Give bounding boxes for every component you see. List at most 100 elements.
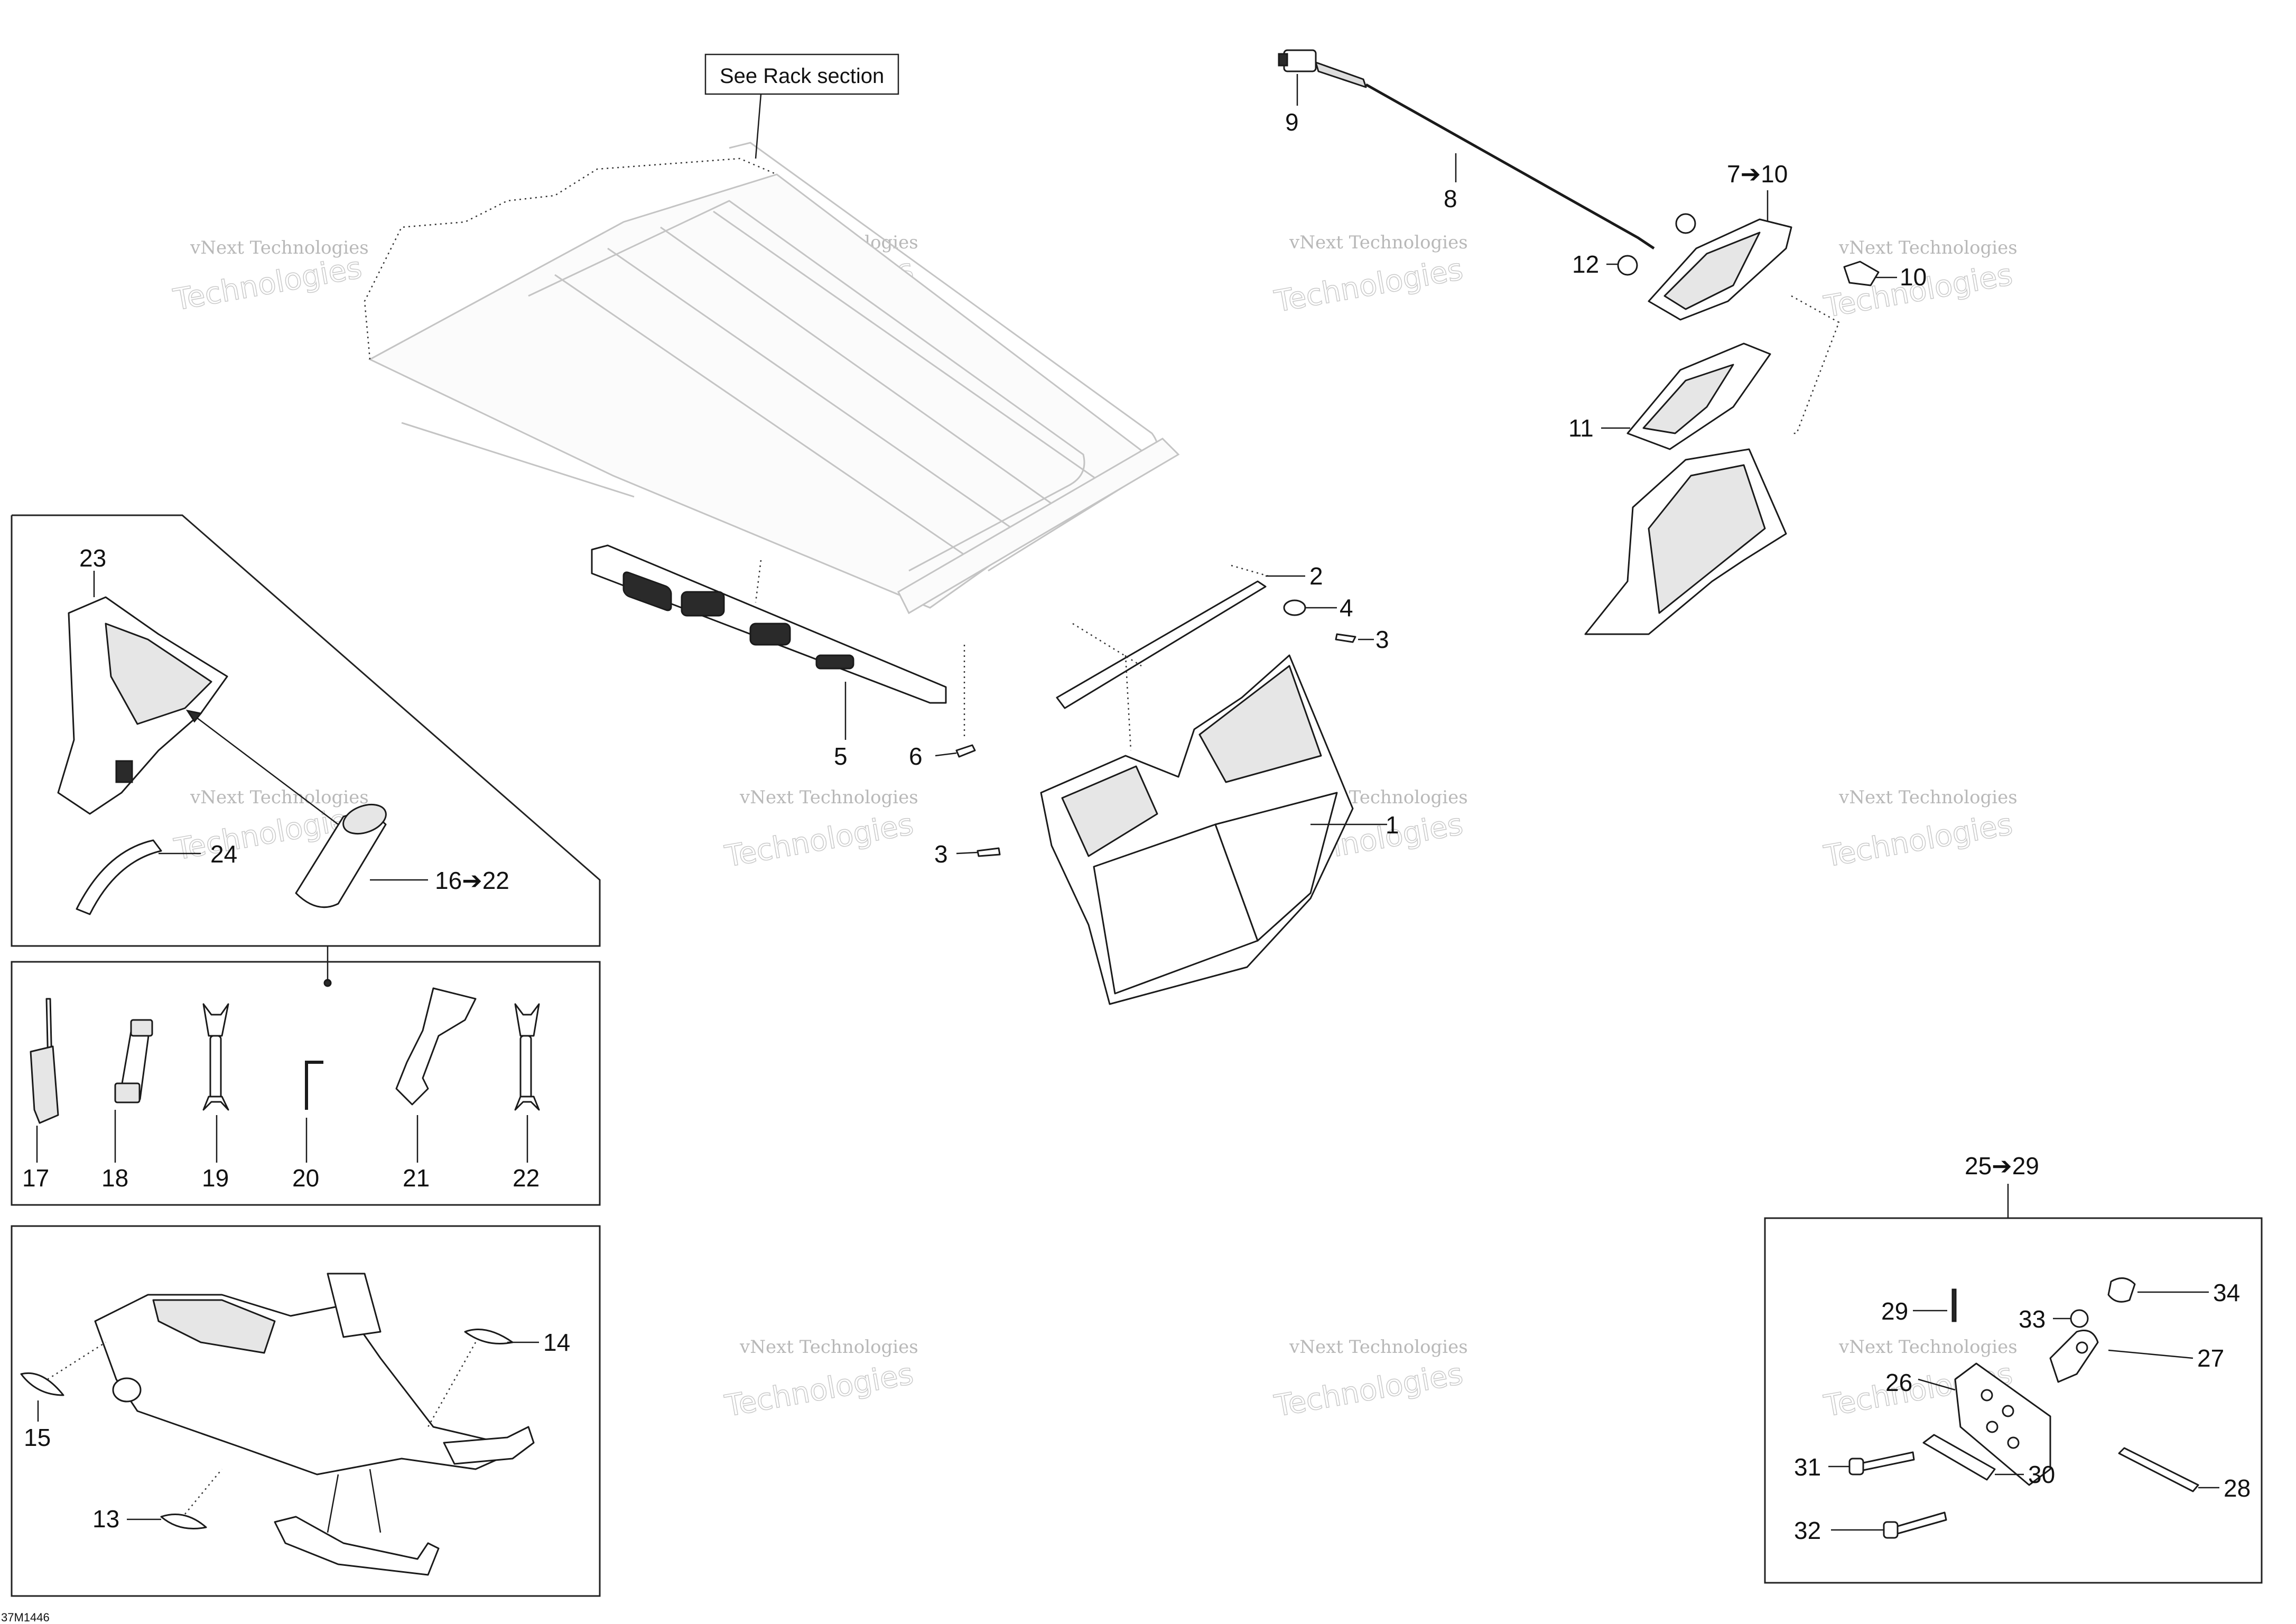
watermark-outline: Technologies [1272,252,1466,319]
callout-33: 33 [2019,1305,2046,1333]
part-26-bracket [1918,1362,2051,1486]
svg-text:vNext Technologies: vNext Technologies [1838,1337,2018,1358]
part-31-bolt [1828,1451,1915,1475]
part-18-socket [114,1019,153,1163]
callout-13: 13 [92,1505,119,1533]
bracket-slot [815,654,854,670]
part-24-strap [76,839,201,915]
bracket-hole [1986,1421,1998,1433]
callout-2: 2 [1309,562,1323,590]
bracket-kit-box [1764,1184,2263,1584]
part-32-bolt [1831,1511,1947,1539]
box-connector-dot [323,979,332,987]
rack-slat [607,247,1020,535]
part-23-bag [57,571,339,825]
socket-end-top [130,1019,153,1037]
drawing-code: 37M1446 [1,1611,50,1624]
bolt-31-head [1848,1458,1864,1475]
wrench-19-head-top [202,1003,229,1037]
snowmobile-wheel [112,1377,142,1403]
taillight-lens-face [1663,231,1761,310]
part-6-screw [935,645,976,758]
watermark: vNext Technologies Technologies [722,1337,918,1424]
part-5-bracket [591,544,947,740]
allen-key [305,1061,323,1110]
callout-12: 12 [1572,250,1599,278]
part-15-decal [20,1341,106,1422]
callout-31: 31 [1794,1453,1821,1481]
plate-30 [1922,1434,1996,1481]
part-22-wrench [514,1003,540,1163]
connector-9 [1283,49,1317,72]
nut-33 [2070,1309,2089,1328]
bolt-32-head [1883,1521,1899,1539]
callout-32: 32 [1794,1517,1821,1544]
harness-wire [1365,83,1655,250]
bolt-32-shank [1897,1511,1947,1535]
callout-24: 24 [210,840,237,868]
reference-box [704,53,899,95]
callout-18: 18 [101,1164,128,1192]
part-29-screw [1913,1288,1957,1322]
connector-9-tip [1278,53,1288,67]
callout-29: 29 [1881,1297,1908,1325]
rack-rail-inner [528,200,1085,572]
leader-27 [2108,1349,2193,1359]
decals-box [11,1225,601,1597]
svg-text:vNext Technologies: vNext Technologies [1289,1337,1468,1358]
callout-28: 28 [2224,1474,2251,1502]
callout-3b: 3 [934,840,948,868]
watermark: vNext Technologies Technologies [170,237,369,318]
leader-3b [956,851,978,855]
decal-15 [20,1372,64,1396]
part-4-washer [1283,599,1337,616]
wrench-19-shaft [209,1035,222,1100]
callout-9: 9 [1285,108,1299,136]
callout-20: 20 [292,1164,319,1192]
leader-6 [935,752,957,757]
plate-dotted [1231,564,1269,577]
strap-24 [76,839,162,915]
hinge-hole [2076,1341,2088,1354]
callout-27: 27 [2197,1344,2224,1372]
callout-15: 15 [24,1424,51,1451]
grommet-12a [1617,255,1638,276]
wrench-22-head-bottom [514,1096,540,1111]
callout-16-22: 16➔22 [435,867,509,894]
part-8-harness [1315,61,1655,250]
wrench-22-shaft [519,1035,532,1100]
svg-text:vNext Technologies: vNext Technologies [739,1337,918,1358]
decals-outline [11,1225,601,1597]
flap-lower-right [1214,792,1338,942]
watermark-outline: Technologies [722,1357,916,1424]
screw-29 [1951,1288,1957,1322]
callout-26: 26 [1885,1369,1912,1396]
snowmobile-seat [152,1299,276,1354]
rack-slat [713,210,1100,482]
flap-upper-right [1198,665,1322,783]
snowmobile-strut [327,1474,339,1533]
watermark: vNext Technologies Technologies [1271,1337,1468,1424]
bracket-slot [622,571,672,611]
reference-note-text: See Rack section [720,64,884,88]
callout-21: 21 [403,1164,430,1192]
bushing-34 [2107,1277,2136,1303]
part-1-mud-flap [1040,654,1387,1005]
part-19-wrench [202,1003,229,1163]
watermark: vNext Technologies Technologies [722,787,918,875]
callout-7-10: 7➔10 [1727,160,1788,188]
backing-plate [1056,580,1267,709]
watermark: vNext Technologies Technologies [1271,232,1468,320]
bulb-10 [1843,261,1880,286]
decal-15-dotted [47,1341,106,1380]
bracket-kit-outline [1764,1217,2263,1584]
part-13-decal [127,1469,222,1529]
callout-30: 30 [2028,1461,2055,1488]
rack-slat [660,226,1057,508]
svg-text:vNext Technologies: vNext Technologies [1838,237,2018,258]
callout-3a: 3 [1375,626,1389,653]
part-7-lens [1648,190,1792,321]
part-16-canister [295,803,428,908]
svg-text:vNext Technologies: vNext Technologies [190,237,369,258]
